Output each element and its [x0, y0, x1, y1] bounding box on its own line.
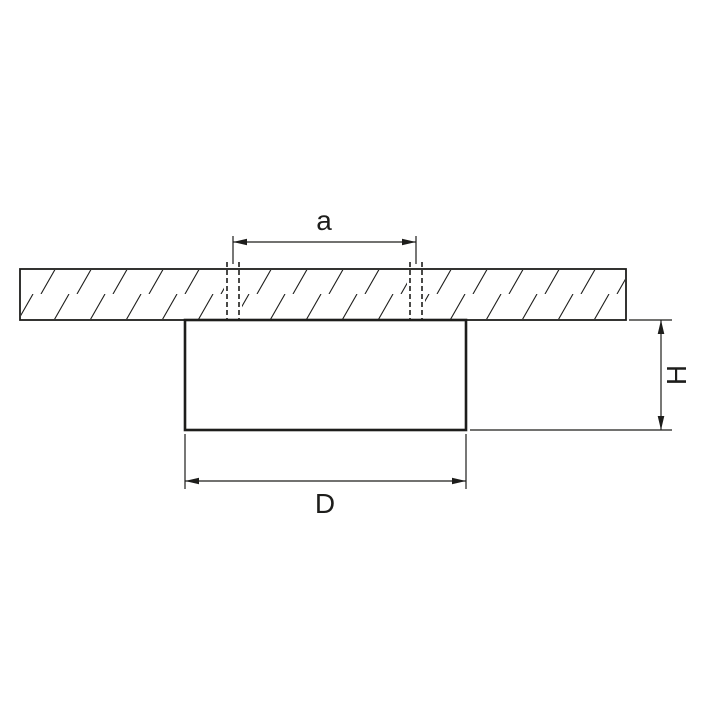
dimension-d-label: D [315, 488, 335, 519]
ceiling-hatch-right [425, 270, 625, 319]
dimension-a: a [232, 205, 417, 264]
dimension-h-label: H [661, 365, 692, 385]
arrowhead-right [452, 477, 466, 485]
arrowhead-left [233, 238, 247, 246]
mounting-hole-left [226, 262, 240, 327]
dimension-d: D [184, 434, 467, 519]
dimension-a-label: a [316, 205, 332, 236]
ceiling-hatch-left [21, 270, 224, 319]
arrowhead-bottom [657, 416, 665, 430]
dimension-h: H [470, 319, 692, 431]
ceiling-section [19, 262, 627, 327]
fixture-body [183, 318, 468, 432]
arrowhead-top [657, 320, 665, 334]
arrowhead-right [402, 238, 416, 246]
arrowhead-left [185, 477, 199, 485]
fixture-body-outline [183, 318, 468, 432]
mounting-hole-right [409, 262, 423, 327]
ceiling-hatch-middle [242, 270, 407, 319]
